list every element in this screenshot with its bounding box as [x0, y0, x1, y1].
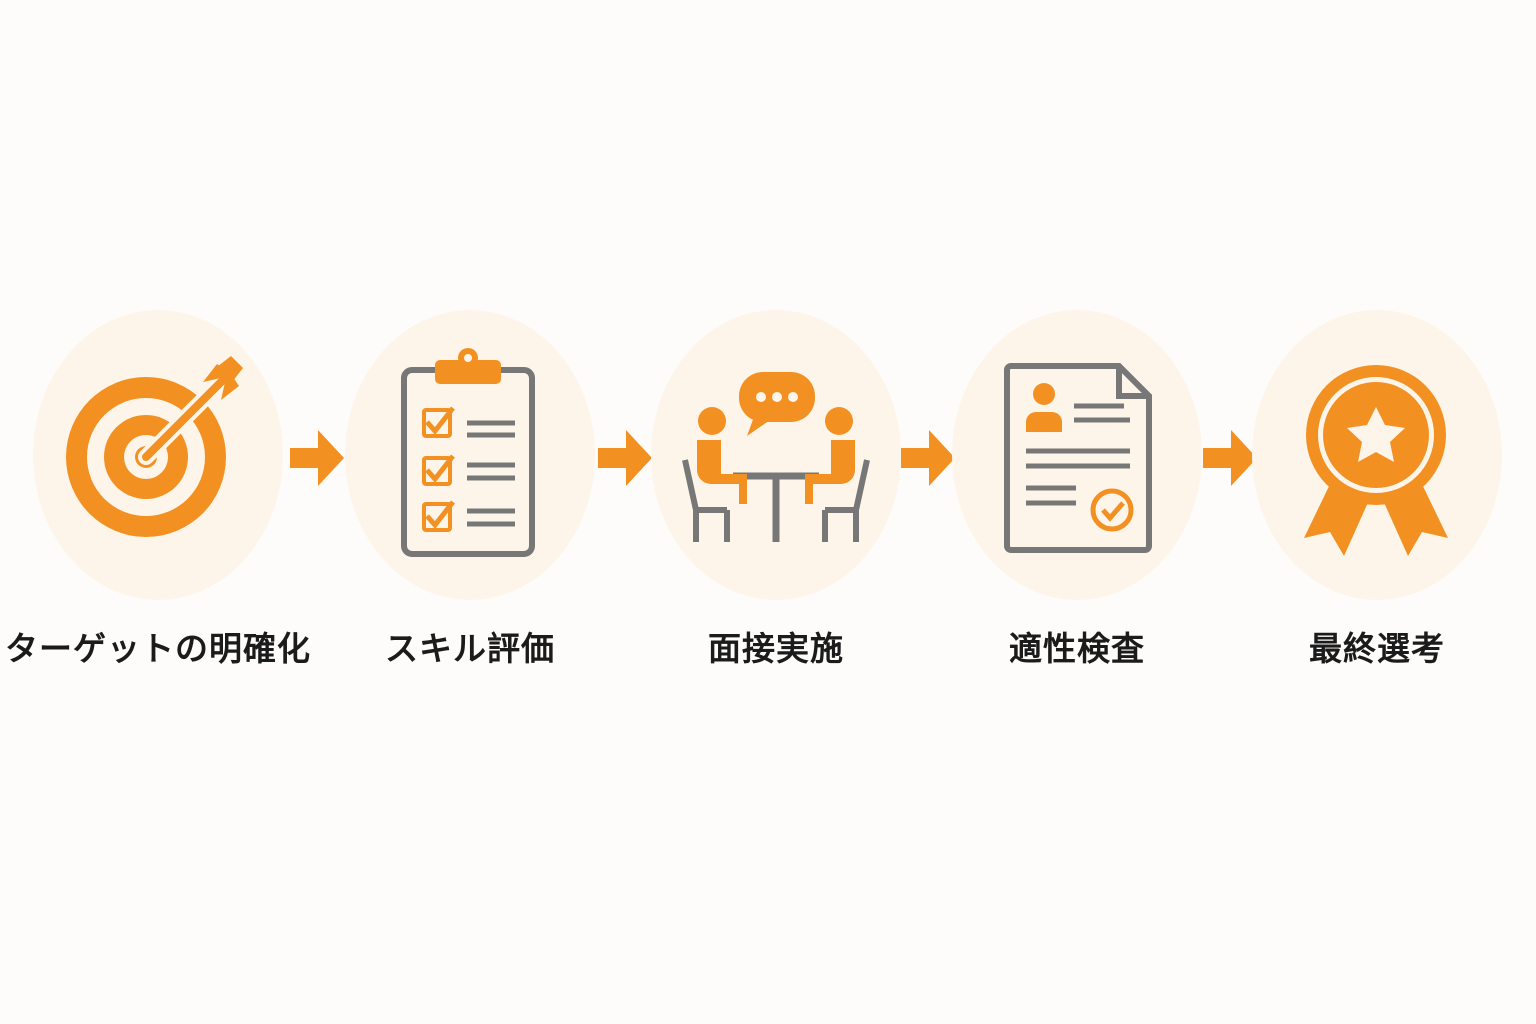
arrow-right-icon	[598, 430, 652, 486]
step-circle	[651, 310, 901, 600]
step-label: ターゲットの明確化	[5, 629, 311, 668]
arrow-right-icon	[901, 430, 955, 486]
resume-check-icon	[1004, 363, 1152, 553]
clipboard-checklist-icon	[401, 348, 535, 557]
arrow-right-icon	[1203, 430, 1257, 486]
step-circle	[1252, 310, 1502, 600]
step-circle	[345, 310, 595, 600]
award-badge-icon	[1304, 365, 1448, 556]
interview-icon	[682, 372, 870, 542]
step-label: 適性検査	[1009, 629, 1145, 668]
step-label: 最終選考	[1309, 629, 1445, 668]
target-icon	[66, 356, 243, 537]
step-label: 面接実施	[708, 629, 844, 668]
step-circle	[33, 310, 283, 600]
step-label: スキル評価	[385, 629, 555, 668]
step-circle	[952, 310, 1202, 600]
arrow-right-icon	[290, 430, 344, 486]
